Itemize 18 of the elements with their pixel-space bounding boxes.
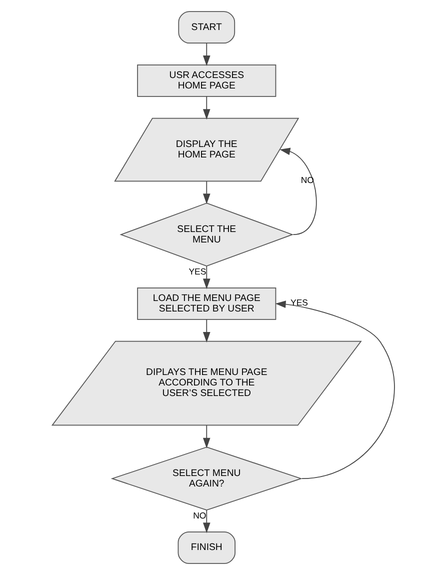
- arrow: [202, 96, 210, 120]
- arrow: [202, 425, 210, 448]
- arrow: [280, 148, 317, 236]
- node-box: LOAD THE MENU PAGE SELECTED BY USER: [137, 288, 276, 320]
- arrow: [202, 319, 210, 343]
- arrow: [202, 42, 210, 66]
- node-diamond: SELECT MENU AGAIN?: [110, 446, 302, 511]
- node-box: START: [178, 11, 236, 44]
- arrow: [202, 180, 210, 204]
- edge-label: YES: [188, 266, 206, 276]
- node-box: FINISH: [178, 532, 236, 564]
- arrow: [202, 266, 210, 290]
- edge-label: YES: [290, 298, 308, 308]
- node-box: USR ACCESSES HOME PAGE: [137, 64, 276, 97]
- node-diamond: SELECT THE MENU: [120, 202, 294, 267]
- arrow: [202, 510, 210, 534]
- arrow: [275, 300, 395, 480]
- edge-label: NO: [193, 510, 206, 520]
